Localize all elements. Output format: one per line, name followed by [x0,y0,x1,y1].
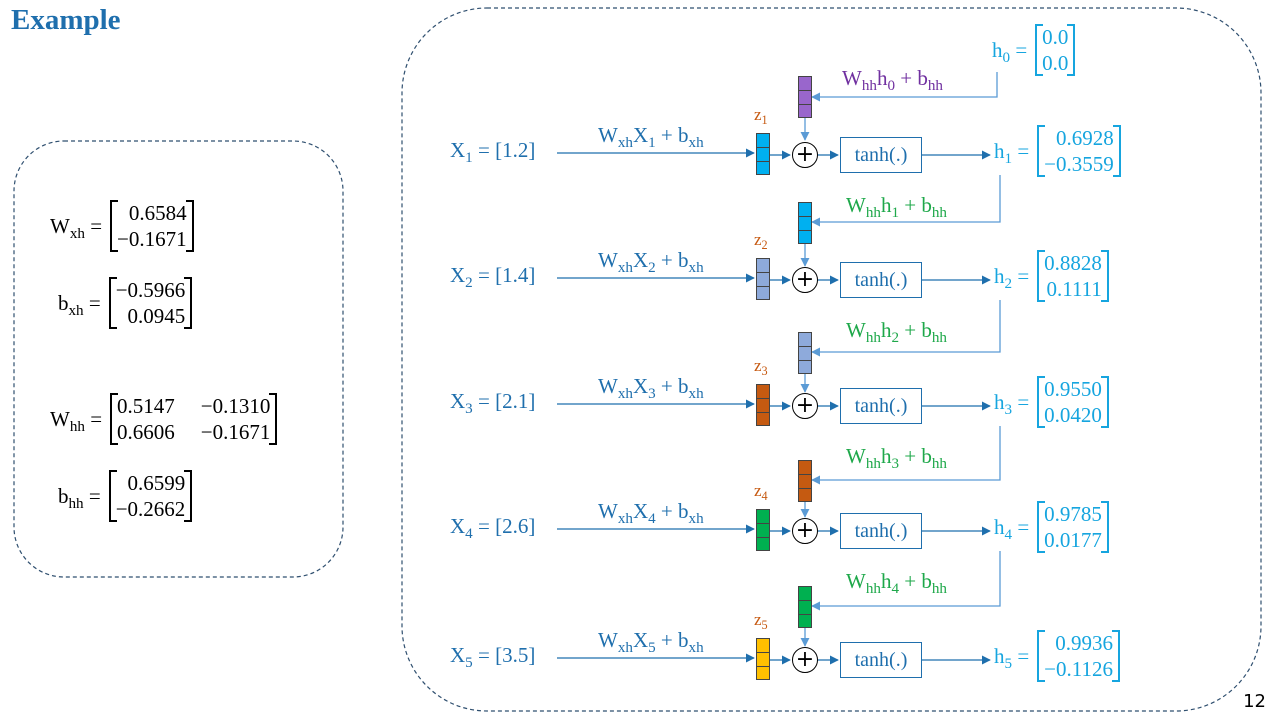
h0-projection-vector [798,76,812,118]
tanh-box: tanh(.) [840,642,922,678]
z-label: z1 [754,105,768,128]
recurrent-projection-vector [798,332,812,374]
page-title: Example [11,4,121,36]
page-number: 12 [1243,691,1266,712]
sum-icon: + [792,267,818,293]
recurrent-connector [811,300,1001,357]
z-label: z5 [754,610,768,633]
recurrent-projection-vector [798,202,812,244]
recurrent-connector [811,551,1001,611]
tanh-box: tanh(.) [840,137,922,173]
sum-icon: + [792,518,818,544]
z-label: z4 [754,481,768,504]
recurrent-projection-vector [798,586,812,628]
sum-icon: + [792,393,818,419]
tanh-box: tanh(.) [840,513,922,549]
h0-connector [811,72,998,102]
z-label: z3 [754,356,768,379]
tanh-box: tanh(.) [840,388,922,424]
tanh-box: tanh(.) [840,262,922,298]
z-label: z2 [754,230,768,253]
sum-icon: + [792,647,818,673]
recurrent-projection-vector [798,460,812,502]
rnn-unrolled-panel [401,7,1262,712]
z-input-vector [756,133,770,175]
sum-icon: + [792,142,818,168]
z-input-vector [756,509,770,551]
z-input-vector [756,638,770,680]
z-input-vector [756,384,770,426]
z-input-vector [756,258,770,300]
recurrent-connector [811,426,1001,485]
recurrent-connector [811,175,1001,227]
parameters-panel [13,140,344,578]
